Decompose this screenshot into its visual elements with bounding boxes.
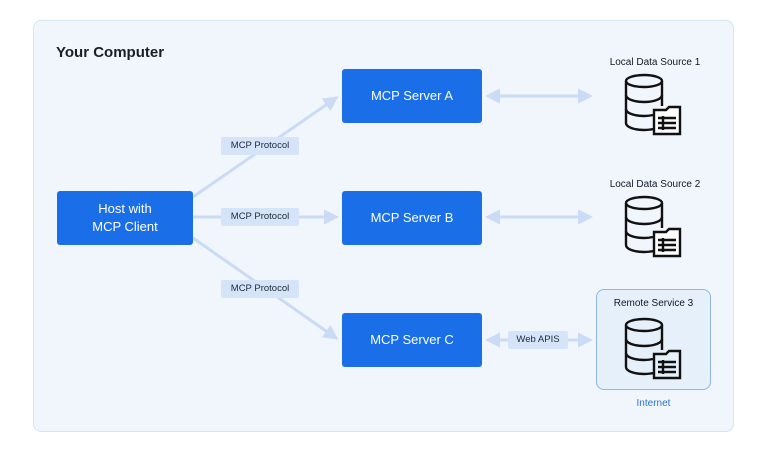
host-label-line2: MCP Client xyxy=(92,219,158,234)
host-with-mcp-client-node: Host with MCP Client xyxy=(57,191,193,245)
mcp-server-a-node: MCP Server A xyxy=(342,69,482,123)
local-data-source-1-label: Local Data Source 1 xyxy=(609,57,701,68)
mcp-protocol-label-b: MCP Protocol xyxy=(221,208,299,226)
mcp-server-c-node: MCP Server C xyxy=(342,313,482,367)
mcp-protocol-label-a: MCP Protocol xyxy=(221,137,299,155)
database-icon xyxy=(624,195,682,258)
internet-label: Internet xyxy=(636,398,671,409)
database-icon xyxy=(624,73,682,136)
local-data-source-2-label: Local Data Source 2 xyxy=(609,179,701,190)
remote-service-3-label: Remote Service 3 xyxy=(613,298,694,309)
mcp-protocol-label-c: MCP Protocol xyxy=(221,280,299,298)
database-icon xyxy=(624,317,682,380)
web-apis-label: Web APIS xyxy=(508,331,568,349)
host-label-line1: Host with xyxy=(98,201,152,216)
mcp-server-b-node: MCP Server B xyxy=(342,191,482,245)
panel-title: Your Computer xyxy=(56,44,165,61)
